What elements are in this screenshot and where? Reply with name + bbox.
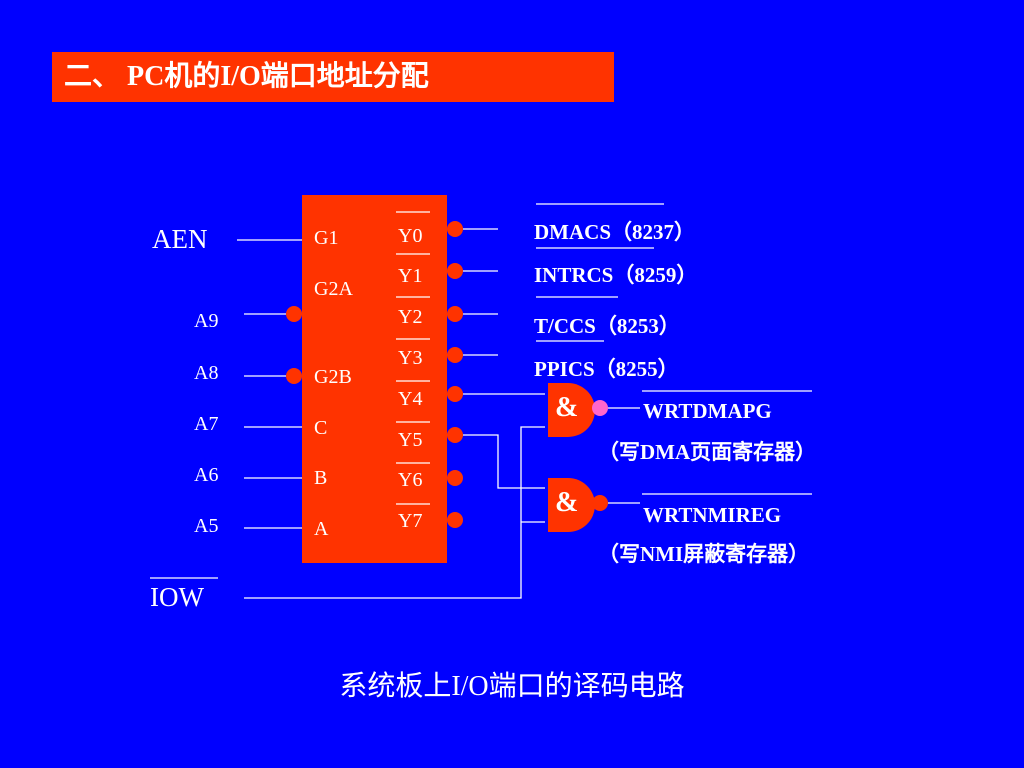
y7-bubble <box>447 512 463 528</box>
y5-wire <box>463 434 545 489</box>
wrtdmapg-note: （写DMA页面寄存器） <box>598 440 817 464</box>
pin-y1-label: Y1 <box>398 265 423 287</box>
a6-label: A6 <box>194 464 219 486</box>
and-gate-1 <box>548 383 595 437</box>
tccs-label: T/CCS（8253） <box>534 314 680 338</box>
diagram-caption: 系统板上I/O端口的译码电路 <box>339 671 685 702</box>
pin-y4-label: Y4 <box>398 388 423 410</box>
a8-label: A8 <box>194 362 219 384</box>
slide-title: 二、 PC机的I/O端口地址分配 <box>52 52 614 102</box>
and-gate-2-output-bubble <box>592 495 608 511</box>
y5-bubble <box>447 427 463 443</box>
intrcs-label: INTRCS（8259） <box>534 263 698 287</box>
aen-label: AEN <box>152 224 208 254</box>
iow-wire <box>244 426 545 599</box>
and-gate-1-output-bubble <box>592 400 608 416</box>
pin-y3-label: Y3 <box>398 347 423 369</box>
a7-label: A7 <box>194 413 219 435</box>
pin-g2a-label: G2A <box>314 278 353 300</box>
and-gate-1-symbol: & <box>555 392 579 423</box>
pin-b-label: B <box>314 467 328 489</box>
y6-bubble <box>447 470 463 486</box>
iow-label: IOW <box>150 582 204 612</box>
pin-a-label: A <box>314 518 329 540</box>
dmacs-label: DMACS（8237） <box>534 220 695 244</box>
and-gate-2 <box>548 478 595 532</box>
pin-y6-label: Y6 <box>398 469 423 491</box>
y3-bubble <box>447 347 463 363</box>
pin-y5-label: Y5 <box>398 429 423 451</box>
y0-bubble <box>447 221 463 237</box>
wrtnmireg-note: （写NMI屏蔽寄存器） <box>598 542 810 566</box>
pin-g1-label: G1 <box>314 227 339 249</box>
pin-y0-label: Y0 <box>398 225 423 247</box>
ppics-label: PPICS（8255） <box>534 357 679 381</box>
y1-bubble <box>447 263 463 279</box>
pin-g2b-label: G2B <box>314 366 352 388</box>
decoder-chip <box>302 195 447 563</box>
wrtnmireg-label: WRTNMIREG <box>643 503 782 527</box>
and-gate-2-symbol: & <box>555 487 579 518</box>
pin-y2-label: Y2 <box>398 306 423 328</box>
y2-bubble <box>447 306 463 322</box>
wrtdmapg-label: WRTDMAPG <box>643 399 772 423</box>
g2b-inversion-bubble <box>286 368 302 384</box>
g2a-inversion-bubble <box>286 306 302 322</box>
a5-label: A5 <box>194 515 219 537</box>
y4-bubble <box>447 386 463 402</box>
a9-label: A9 <box>194 310 219 332</box>
pin-y7-label: Y7 <box>398 510 423 532</box>
pin-c-label: C <box>314 417 328 439</box>
